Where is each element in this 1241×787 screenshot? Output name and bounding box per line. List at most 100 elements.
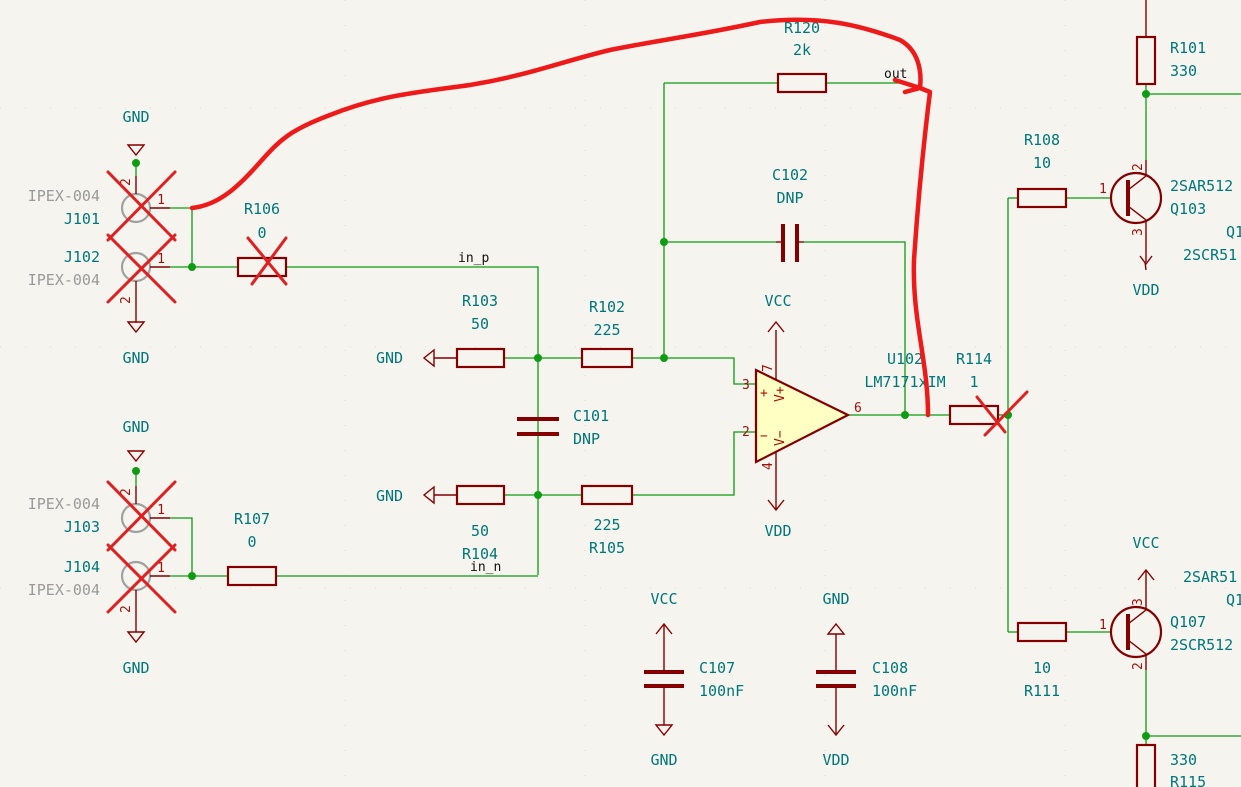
r106-ref: R106 — [244, 200, 280, 218]
resistor-r108[interactable]: R108 10 — [1016, 131, 1068, 209]
resistor-r107[interactable]: R107 0 — [226, 510, 278, 587]
svg-text:GND: GND — [122, 349, 149, 367]
wire-opamp-minus — [632, 431, 756, 496]
q-secondary-value: 2SCR51 — [1183, 246, 1237, 264]
j104-ref: J104 — [64, 558, 100, 576]
r103-ref: R103 — [462, 292, 498, 310]
resistor-r102[interactable]: R102 225 — [580, 298, 634, 369]
c102-ref: C102 — [772, 166, 808, 184]
u102-ref: U102 — [887, 350, 923, 368]
resistor-r104[interactable]: 50 R104 — [434, 484, 506, 563]
c108-ref: C108 — [872, 659, 908, 677]
c101-ref: C101 — [573, 407, 609, 425]
r106-value: 0 — [257, 224, 266, 242]
r103-value: 50 — [471, 315, 489, 333]
q107-ref: Q107 — [1170, 613, 1206, 631]
r108-ref: R108 — [1024, 131, 1060, 149]
minus-sign: − — [760, 429, 768, 444]
pin-number: 3 — [742, 378, 750, 393]
j101-value: IPEX-004 — [28, 187, 100, 205]
r111-ref: R111 — [1024, 682, 1060, 700]
r115-value: 330 — [1170, 751, 1197, 769]
r114-value: 1 — [969, 373, 978, 391]
capacitor-c107[interactable]: VCC C107 100nF GND — [644, 590, 744, 769]
svg-text:VDD: VDD — [764, 522, 791, 540]
transistor-q107[interactable]: 1 3 2 2SAR51 Q1 Q107 2SCR512 — [1099, 568, 1241, 670]
pin-number: 1 — [157, 503, 165, 518]
svg-text:VCC: VCC — [1132, 534, 1159, 552]
vdd-symbol-q103: VDD — [1132, 281, 1159, 299]
pin-name: V+ — [773, 386, 788, 402]
svg-text:VDD: VDD — [822, 751, 849, 769]
pin-number: 3 — [1131, 598, 1146, 606]
plus-sign: + — [760, 386, 768, 401]
r105-value: 225 — [593, 516, 620, 534]
r104-value: 50 — [471, 522, 489, 540]
transistor-q103[interactable]: 1 2 3 2SAR512 Q103 Q1 2SCR51 — [1099, 160, 1241, 271]
r108-value: 10 — [1033, 154, 1051, 172]
pin-number: 1 — [157, 252, 165, 267]
vcc-symbol-opamp: VCC — [764, 292, 792, 333]
gnd-symbol-r103: GND — [376, 348, 435, 368]
svg-text:GND: GND — [122, 418, 149, 436]
resistor-r106[interactable]: R106 0 — [236, 200, 288, 286]
u102-value: LM7171xIM — [864, 373, 945, 391]
svg-text:GND: GND — [122, 108, 149, 126]
r111-value: 10 — [1033, 659, 1051, 677]
j103-ref: J103 — [64, 518, 100, 536]
resistor-r115[interactable]: 330 R115 — [1135, 743, 1206, 787]
r120-ref: R120 — [784, 19, 820, 37]
wires — [135, 82, 1241, 745]
svg-text:GND: GND — [822, 590, 849, 608]
annotation-freehand-wire — [189, 17, 933, 418]
capacitor-c101[interactable]: C101 DNP — [517, 407, 609, 448]
r105-ref: R105 — [589, 539, 625, 557]
connector-j101[interactable]: 1 2 IPEX-004 J101 — [28, 176, 170, 228]
pin-number: 2 — [119, 488, 134, 496]
resistor-r101[interactable]: R101 330 — [1135, 0, 1206, 86]
j104-value: IPEX-004 — [28, 581, 100, 599]
j103-value: IPEX-004 — [28, 495, 100, 513]
c101-value: DNP — [573, 430, 600, 448]
q103-value: 2SAR512 — [1170, 177, 1233, 195]
capacitor-c108[interactable]: GND C108 100nF VDD — [816, 590, 917, 769]
pin-number: 7 — [761, 364, 776, 372]
svg-text:VCC: VCC — [650, 590, 677, 608]
gnd-symbol-j102: GND — [122, 310, 150, 367]
j101-ref: J101 — [64, 210, 100, 228]
resistor-r103[interactable]: R103 50 — [434, 292, 506, 369]
net-label-in-p: in_p — [458, 251, 489, 266]
connector-j103[interactable]: 1 2 IPEX-004 J103 — [28, 486, 170, 536]
pin-number: 1 — [157, 193, 165, 208]
pin-number: 2 — [119, 296, 134, 304]
wire-j103-j104 — [170, 517, 193, 577]
pin-name: V− — [773, 430, 788, 446]
svg-text:GND: GND — [376, 487, 403, 505]
pin-number: 1 — [1099, 182, 1107, 197]
wire-j101-j102 — [170, 207, 193, 268]
resistor-r105[interactable]: 225 R105 — [580, 484, 634, 557]
resistor-r120[interactable]: R120 2k — [776, 19, 828, 94]
net-label-in-n: in_n — [470, 560, 501, 575]
resistor-r114[interactable]: R114 1 — [948, 350, 1029, 437]
svg-text:GND: GND — [650, 751, 677, 769]
capacitor-c102[interactable]: C102 DNP — [772, 166, 808, 262]
resistor-r111[interactable]: 10 R111 — [1016, 621, 1068, 700]
svg-text:VCC: VCC — [764, 292, 791, 310]
r101-ref: R101 — [1170, 39, 1206, 57]
opamp-u102[interactable]: 3 2 6 7 4 V+ V− + − U102 LM7171xIM — [742, 330, 946, 510]
connector-j104[interactable]: 1 2 J104 IPEX-004 — [28, 558, 170, 620]
q107-value: 2SCR512 — [1170, 636, 1233, 654]
r101-value: 330 — [1170, 62, 1197, 80]
j102-ref: J102 — [64, 248, 100, 266]
wire-in-p — [286, 266, 539, 575]
connector-j102[interactable]: 1 2 J102 IPEX-004 — [28, 248, 170, 310]
pin-number: 3 — [1131, 228, 1146, 236]
junctions — [132, 90, 1150, 740]
q-secondary-ref: Q1 — [1226, 223, 1241, 241]
pin-number: 1 — [157, 561, 165, 576]
wire-c102-right — [804, 241, 906, 415]
pin-number: 4 — [761, 462, 776, 470]
